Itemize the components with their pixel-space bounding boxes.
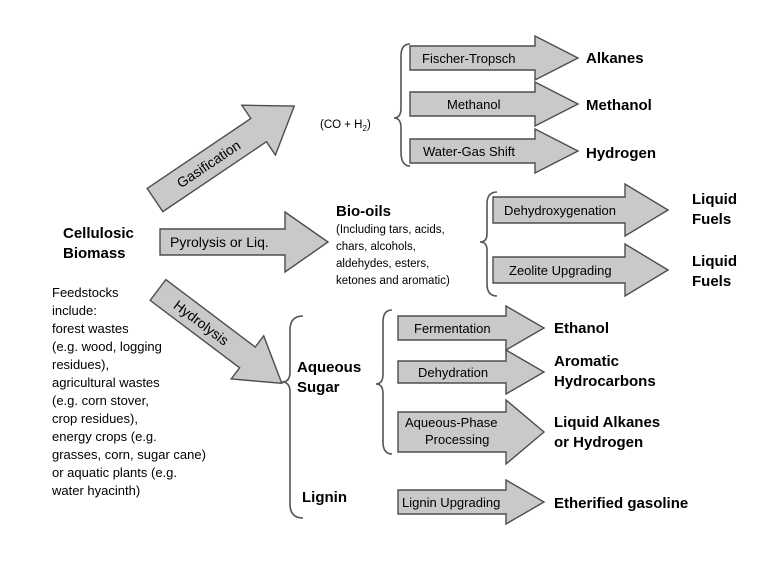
product-label: Hydrogen xyxy=(586,145,656,162)
product-label-line1: Liquid xyxy=(692,191,737,208)
feedstocks-line: energy crops (e.g. xyxy=(52,429,157,444)
product-label-line1: Liquid Alkanes xyxy=(554,414,660,431)
pyrolysis-label: Pyrolysis or Liq. xyxy=(170,234,269,250)
feedstocks-line: (e.g. wood, logging xyxy=(52,339,162,354)
lignin-title: Lignin xyxy=(302,489,347,506)
process-label: Water-Gas Shift xyxy=(423,144,515,159)
syngas-label: (CO + H2) xyxy=(320,119,371,133)
product-label-line2: Fuels xyxy=(692,211,731,228)
feedstocks-line: Feedstocks xyxy=(52,285,119,300)
product-label: Etherified gasoline xyxy=(554,495,688,512)
gasification-product-row: Methanol Methanol xyxy=(409,80,652,128)
process-label: Zeolite Upgrading xyxy=(509,263,612,278)
feedstocks-line: or aquatic plants (e.g. xyxy=(52,465,177,480)
biooil-product-row: Zeolite Upgrading Liquid Fuels xyxy=(492,242,737,298)
feedstocks-line: grasses, corn, sugar cane) xyxy=(52,447,206,462)
process-label-line1: Dehydration xyxy=(418,365,488,380)
feedstocks-line: agricultural wastes xyxy=(52,375,160,390)
biooils-detail-line: (Including tars, acids, xyxy=(336,224,445,236)
product-label-line2: or Hydrogen xyxy=(554,434,643,451)
feedstocks-line: water hyacinth) xyxy=(51,483,140,498)
biooils-bracket xyxy=(479,191,498,297)
feedstocks-line: crop residues), xyxy=(52,411,138,426)
process-label: Fischer-Tropsch xyxy=(422,51,515,66)
syngas-close: ) xyxy=(367,119,371,131)
aqueous-sugar-line1: Aqueous xyxy=(297,359,361,376)
gasification-arrow: Gasification xyxy=(146,104,296,213)
process-label: Methanol xyxy=(447,97,501,112)
gasification-bracket xyxy=(393,43,411,167)
feedstocks-line: forest wastes xyxy=(52,321,129,336)
hydrolysis-bracket xyxy=(281,315,304,519)
source-node-line1: Cellulosic xyxy=(63,225,134,242)
process-label: Lignin Upgrading xyxy=(402,495,500,510)
sugar-product-row: Dehydration Aromatic Hydrocarbons xyxy=(397,348,656,396)
aqueous-sugar-line2: Sugar xyxy=(297,379,340,396)
source-node-line2: Biomass xyxy=(63,245,126,262)
gasification-product-row: Fischer-Tropsch Alkanes xyxy=(409,34,644,82)
hydrolysis-arrow: Hydrolysis xyxy=(149,278,283,385)
biooils-detail-line: ketones and aromatic) xyxy=(336,275,450,287)
feedstocks-note: Feedstocks include: forest wastes (e.g. … xyxy=(51,285,206,498)
process-label: Dehydroxygenation xyxy=(504,203,616,218)
sugar-product-row: Aqueous-Phase Processing Liquid Alkanes … xyxy=(397,398,660,466)
process-label-line1: Fermentation xyxy=(414,321,491,336)
product-label-line2: Fuels xyxy=(692,273,731,290)
product-label-line1: Ethanol xyxy=(554,320,609,337)
product-label-line1: Liquid xyxy=(692,253,737,270)
biooils-details: (Including tars, acids, chars, alcohols,… xyxy=(336,224,450,287)
process-label-line2: Processing xyxy=(425,432,489,447)
biooil-product-row: Dehydroxygenation Liquid Fuels xyxy=(492,182,737,238)
biooils-detail-line: aldehydes, esters, xyxy=(336,258,429,270)
product-label: Methanol xyxy=(586,97,652,114)
product-label-line1: Aromatic xyxy=(554,353,619,370)
feedstocks-line: (e.g. corn stover, xyxy=(52,393,149,408)
sugar-bracket xyxy=(375,309,393,455)
feedstocks-line: include: xyxy=(52,303,97,318)
product-label-line2: Hydrocarbons xyxy=(554,373,656,390)
gasification-product-row: Water-Gas Shift Hydrogen xyxy=(409,127,656,175)
product-label: Alkanes xyxy=(586,50,644,67)
pyrolysis-arrow: Pyrolysis or Liq. xyxy=(159,210,330,274)
sugar-product-row: Fermentation Ethanol xyxy=(397,304,609,352)
process-label-line1: Aqueous-Phase xyxy=(405,415,498,430)
syngas-sub: 2 xyxy=(363,124,368,133)
lignin-product-row: Lignin Upgrading Etherified gasoline xyxy=(397,478,688,526)
feedstocks-line: residues), xyxy=(52,357,109,372)
biooils-title: Bio-oils xyxy=(336,203,391,220)
syngas-main: (CO + H xyxy=(320,119,363,131)
biooils-detail-line: chars, alcohols, xyxy=(336,241,416,253)
